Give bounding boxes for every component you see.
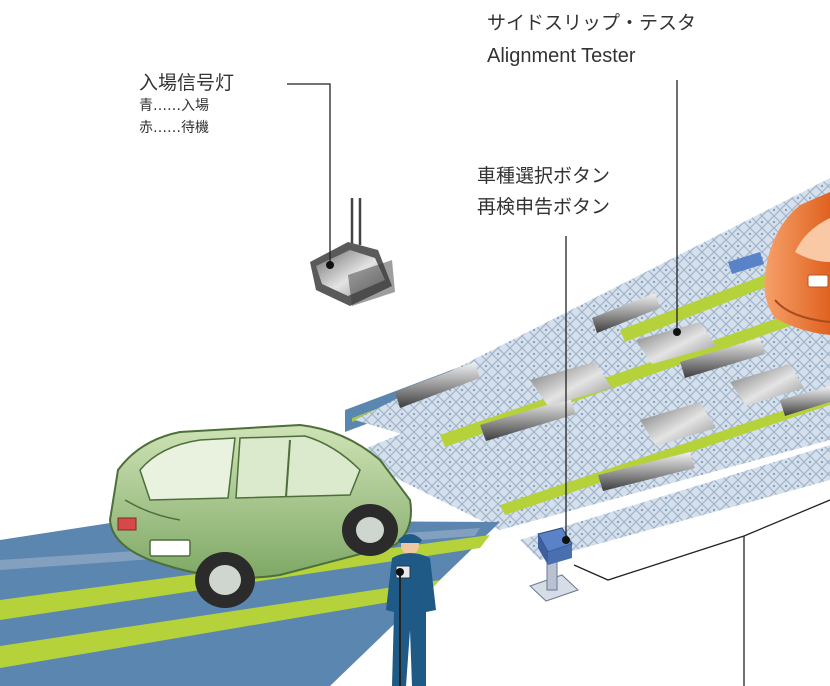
button-console <box>529 527 579 602</box>
entry-signal-light <box>310 198 395 306</box>
side-slip-title-en: Alignment Tester <box>487 45 636 67</box>
roller-bars <box>395 252 830 491</box>
entry-signal-title: 入場信号灯 <box>139 72 235 94</box>
leader-dots <box>326 261 681 576</box>
green-car <box>108 423 412 608</box>
reinspection-button-label: 再検申告ボタン <box>477 196 611 218</box>
vehicle-select-button-label: 車種選択ボタン <box>477 165 611 187</box>
side-slip-title-ja: サイドスリップ・テスタ <box>487 12 697 34</box>
entry-signal-red-line: 赤……待機 <box>139 120 209 136</box>
leader-lines <box>287 80 830 686</box>
entry-signal-green-line: 青……入場 <box>139 98 209 114</box>
orange-car <box>764 192 830 335</box>
